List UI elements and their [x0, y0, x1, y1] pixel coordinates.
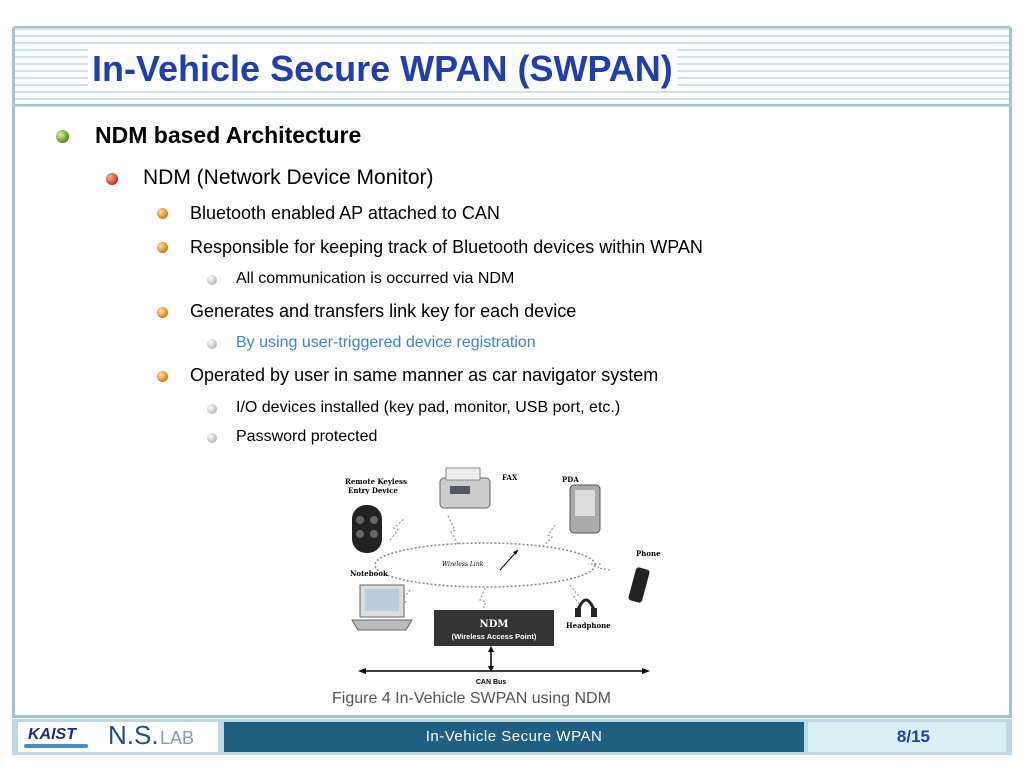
- slide-frame: [12, 28, 1012, 718]
- bullet-icon: [56, 130, 69, 143]
- arrow-head: [513, 550, 518, 555]
- link-lines: [389, 515, 611, 613]
- bullet-l4: Password protected: [236, 428, 378, 445]
- label-phone: Phone: [636, 549, 661, 558]
- bullet-icon: [157, 208, 168, 219]
- label-ndm: NDM: [480, 619, 509, 630]
- bullet-l3: Generates and transfers link key for eac…: [190, 301, 577, 321]
- bullet-icon: [207, 275, 217, 285]
- kaist-logo: KAIST: [28, 726, 76, 743]
- label-notebook: Notebook: [350, 569, 388, 578]
- header-rule: [12, 104, 1012, 106]
- label-keyless: Remote Keyless: [345, 477, 407, 486]
- ns-lab-logo: N.S.: [108, 720, 159, 750]
- phone-icon: [628, 567, 650, 603]
- bullet-icon: [157, 307, 168, 318]
- slide-title: In-Vehicle Secure WPAN (SWPAN): [88, 48, 677, 90]
- bullet-icon: [207, 339, 217, 349]
- bullet-icon: [157, 371, 168, 382]
- ns-lab-logo-lab: LAB: [160, 728, 195, 748]
- page-number: 8/15: [808, 722, 1006, 752]
- label-can-bus: CAN Bus: [476, 679, 506, 686]
- headphone-icon: [576, 598, 596, 611]
- keyless-remote-icon: [352, 505, 382, 553]
- footer-title: In-Vehicle Secure WPAN: [224, 722, 804, 752]
- bullet-l4: All communication is occurred via NDM: [236, 270, 515, 287]
- bullet-icon: [207, 433, 217, 443]
- label-ndm-sub: (Wireless Access Point): [452, 632, 537, 641]
- label-fax: FAX: [502, 473, 518, 482]
- bullet-l4: I/O devices installed (key pad, monitor,…: [236, 399, 621, 416]
- bullet-icon: [106, 173, 118, 185]
- bullet-l3: Bluetooth enabled AP attached to CAN: [190, 203, 500, 223]
- figure-caption: Figure 4 In-Vehicle SWPAN using NDM: [332, 690, 611, 707]
- label-headphone: Headphone: [566, 621, 611, 630]
- bullet-icon: [207, 404, 217, 414]
- label-pda: PDA: [562, 475, 579, 484]
- bullet-l2: NDM (Network Device Monitor): [143, 166, 434, 189]
- wireless-link-ellipse: [374, 542, 596, 588]
- ndm-box: [434, 610, 554, 646]
- page-number-text: 8/15: [896, 727, 930, 746]
- bullet-icon: [157, 242, 168, 253]
- label-wireless-link: Wireless Link: [442, 561, 484, 568]
- bullet-l4-highlight: By using user-triggered device registrat…: [236, 334, 536, 351]
- label-keyless-2: Entry Device: [348, 486, 398, 495]
- kaist-swoosh: [24, 744, 88, 748]
- network-diagram: Remote Keyless Entry Device FAX PDA Phon…: [345, 467, 661, 686]
- bullet-l3: Responsible for keeping track of Bluetoo…: [190, 237, 703, 257]
- bullet-l1: NDM based Architecture: [95, 122, 362, 148]
- bullet-l3: Operated by user in same manner as car n…: [190, 365, 659, 385]
